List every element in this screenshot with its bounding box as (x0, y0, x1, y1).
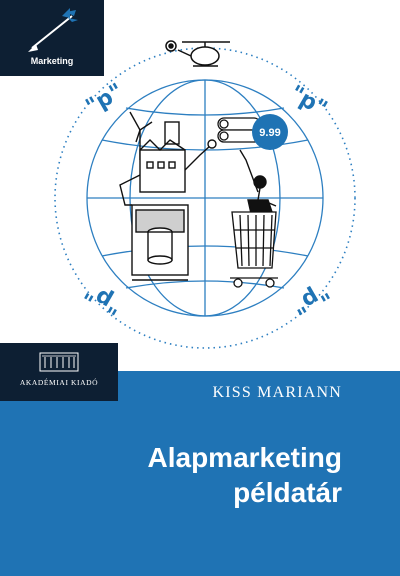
p-mark-top-right: "p" (285, 81, 331, 122)
book-title: Alapmarketing példatár (42, 440, 343, 510)
series-label: Marketing (30, 56, 74, 66)
dotted-orbit (54, 47, 356, 349)
helicopter-icon (165, 40, 230, 67)
publisher-badge: AKADÉMIAI KIADÓ (0, 343, 118, 401)
production-box (131, 204, 189, 281)
wind-turbine-icon (129, 111, 153, 160)
author-name: KISS MARIANN (212, 384, 342, 401)
series-badge: Marketing (0, 0, 104, 76)
globe-illustration: 9.99 "p" "p" "p" "p" (54, 40, 356, 349)
publisher-name: AKADÉMIAI KIADÓ (19, 378, 99, 387)
book-title-line-2: példatár (233, 477, 342, 508)
dart-icon (28, 8, 78, 52)
globe (86, 79, 324, 317)
p-mark-bottom-right: "p" (287, 278, 333, 319)
paper-rolls-icon (217, 117, 261, 143)
building-icon (39, 352, 79, 372)
shopping-cart-icon (230, 211, 278, 288)
title-band (0, 371, 400, 576)
p-mark-bottom-left: "p" (81, 278, 127, 319)
book-title-line-1: Alapmarketing (147, 442, 343, 473)
price-tag-text: 9.99 (259, 127, 280, 139)
p-mark-top-left: "p" (82, 79, 128, 120)
factory-icon (119, 121, 217, 206)
price-tag (252, 114, 288, 150)
